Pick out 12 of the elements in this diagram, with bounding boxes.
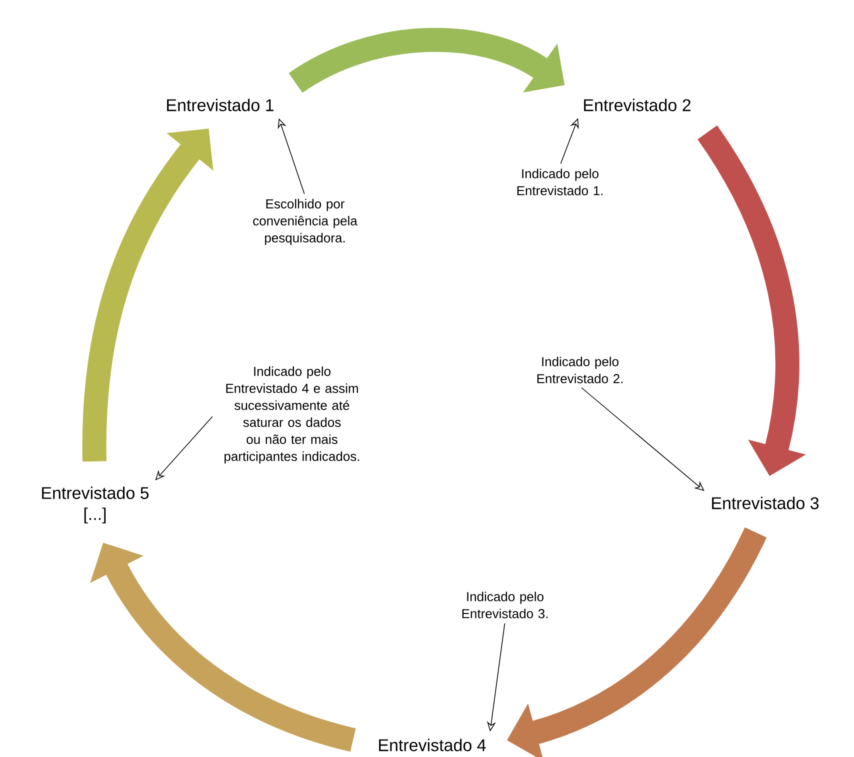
interviewee-label: Entrevistado 5 [...] <box>42 486 149 524</box>
note-text: Indicado pelo Entrevistado 4 e assim sucessivamente até saturar os dados ou não ter mais participantes indicados. <box>224 366 360 464</box>
arrow <box>155 416 213 480</box>
note-text: Indicado pelo Entrevistado 3. <box>462 592 548 618</box>
note-text: Indicado pelo Entrevistado 2. <box>537 356 623 384</box>
note-text: Escolhido por conveniência pela pesquisadora. <box>253 198 358 246</box>
note-text: Indicado pelo Entrevistado 1. <box>517 168 603 196</box>
interviewee-label: Entrevistado 3 <box>712 496 819 510</box>
arrow <box>581 387 704 491</box>
interviewee-label: Entrevistado 4 <box>379 738 486 752</box>
interviewee-label: Entrevistado 1 <box>167 98 274 112</box>
interviewee-label: Entrevistado 2 <box>584 98 690 112</box>
